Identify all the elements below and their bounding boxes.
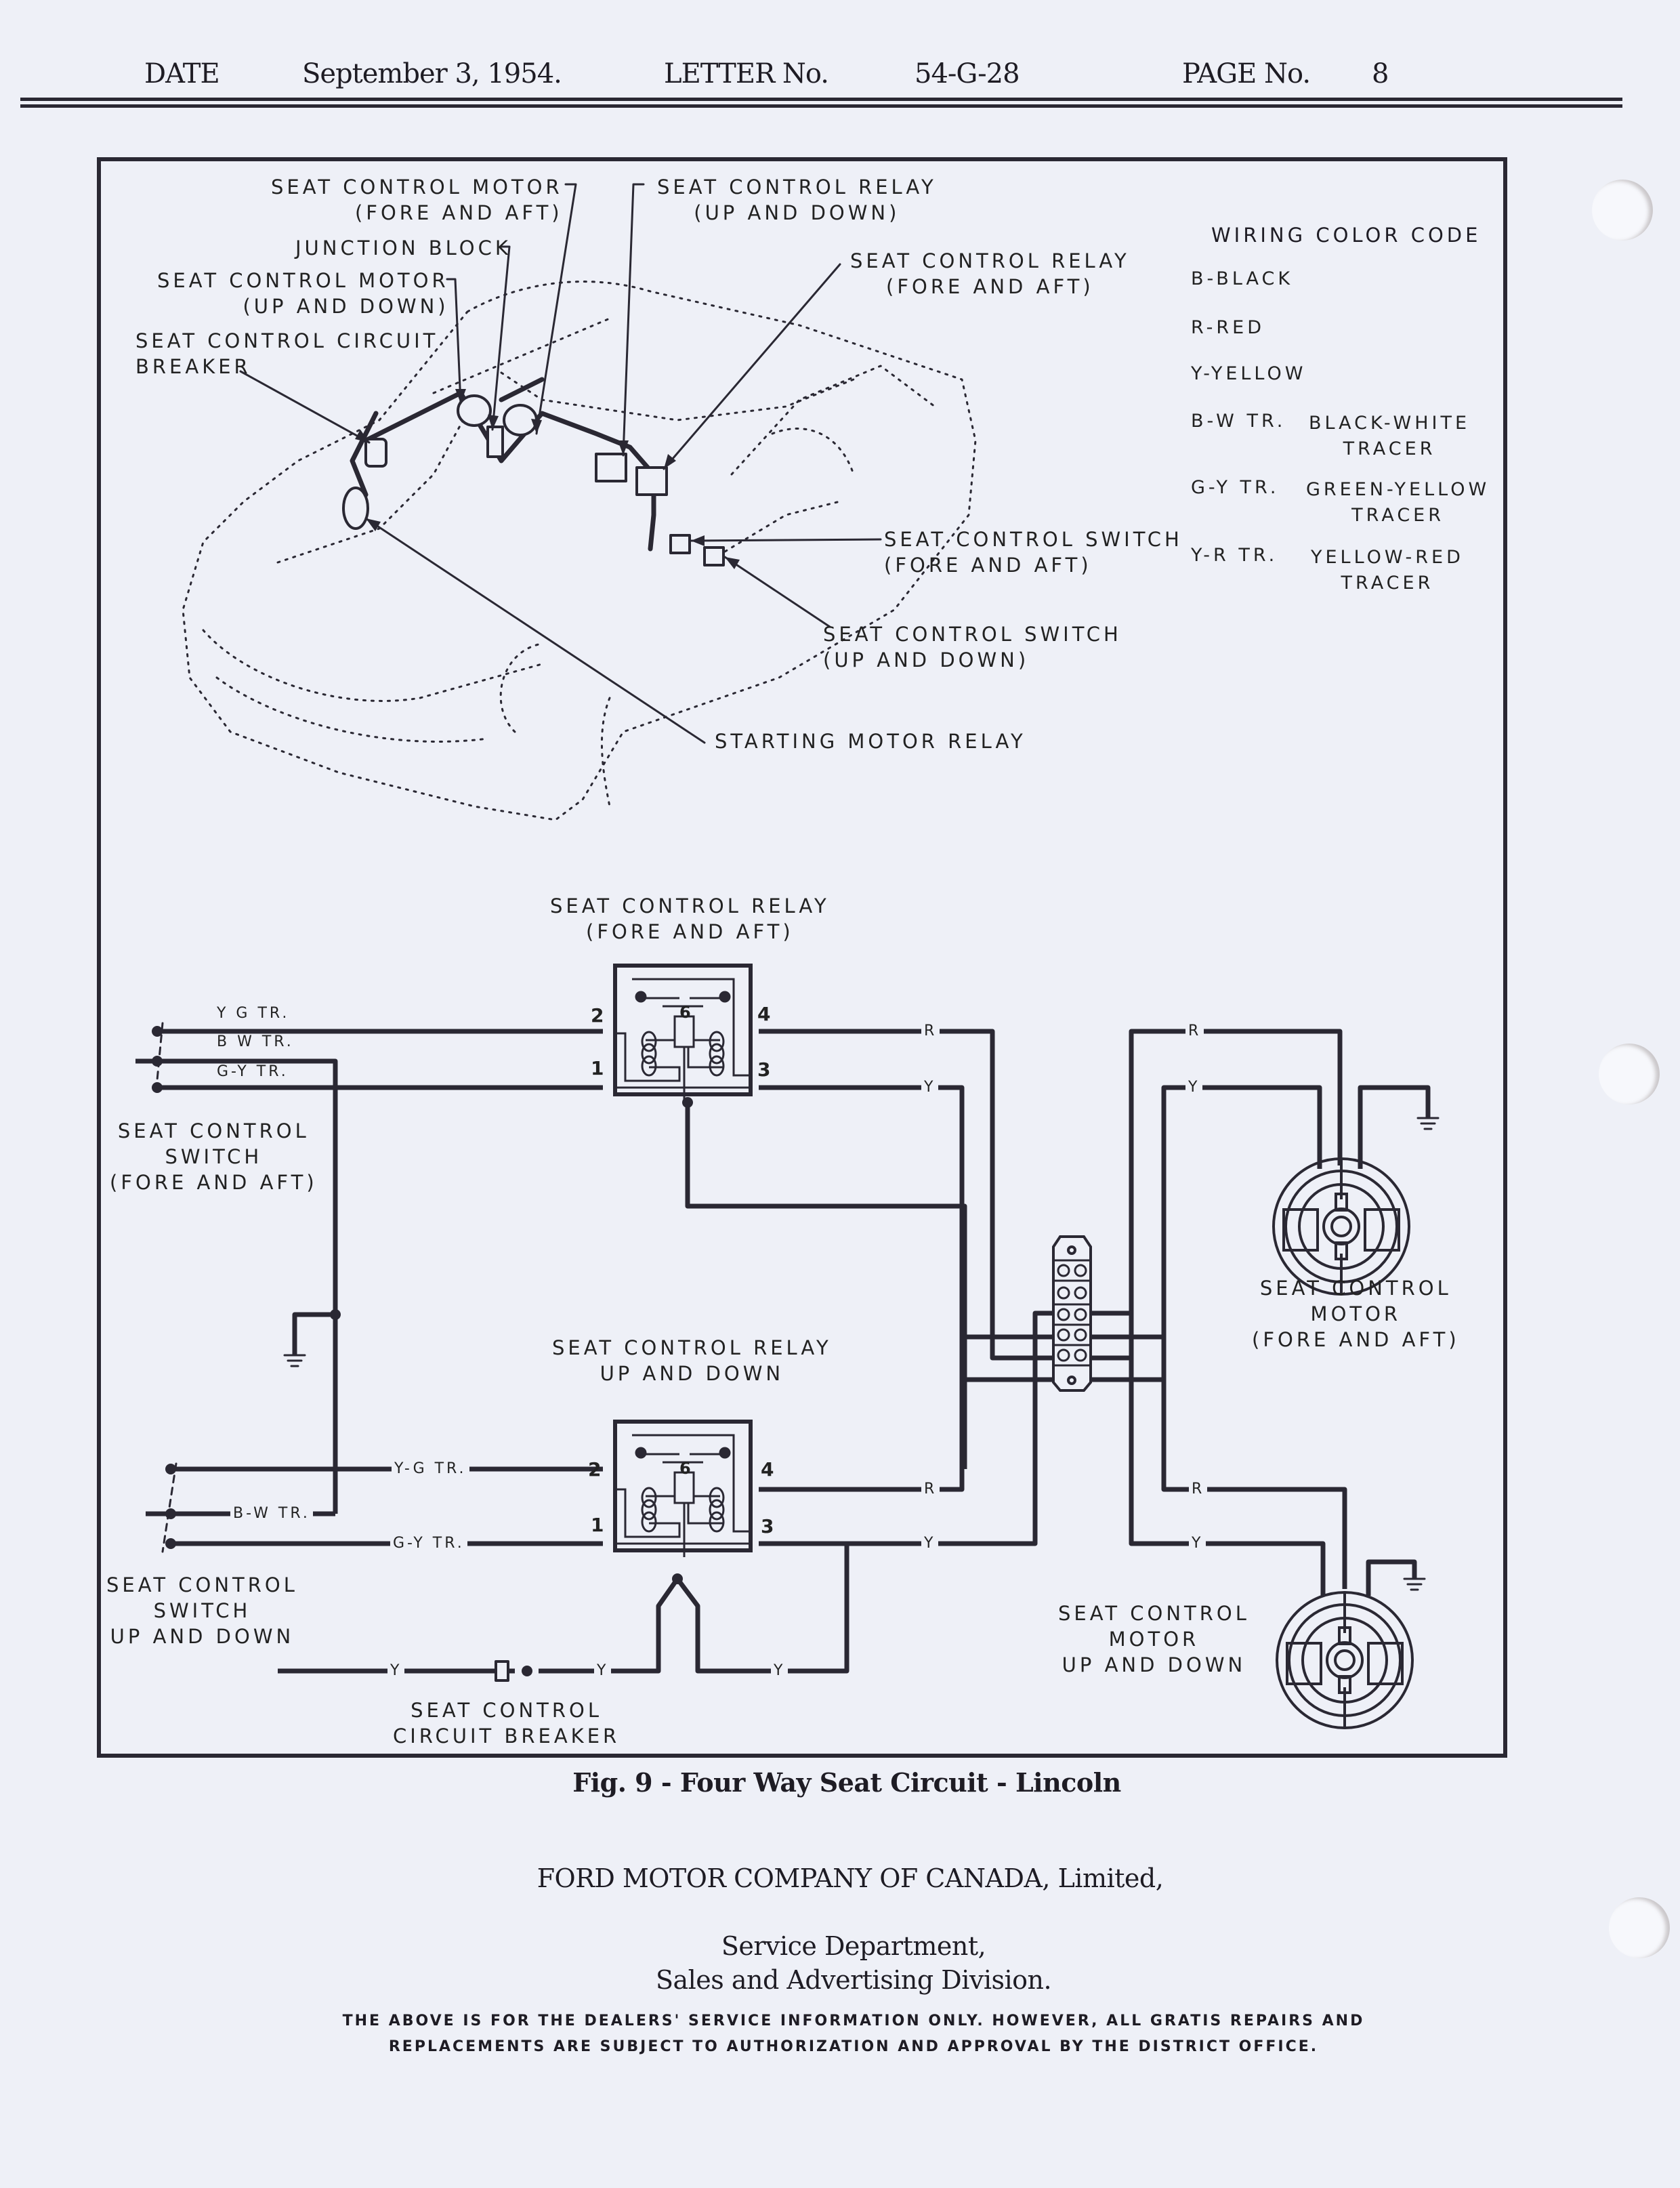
breaker-symbol xyxy=(495,1660,509,1682)
wire-label-yellow: Y xyxy=(1185,1079,1203,1096)
wire-label-yellow: Y xyxy=(771,1663,789,1679)
page-number: 8 xyxy=(1372,58,1389,89)
starting-relay-icon xyxy=(342,487,369,530)
department: Service Department, xyxy=(721,1931,986,1961)
relay-number: 6 xyxy=(679,1003,691,1022)
wire-label-yellow: Y xyxy=(1189,1535,1206,1552)
date-value: September 3, 1954. xyxy=(302,58,562,89)
pin-2: 2 xyxy=(588,1458,602,1481)
relay-number: 6 xyxy=(679,1459,691,1478)
color-code-entry: B-W TR. xyxy=(1191,411,1286,432)
color-code-entry: B-BLACK xyxy=(1191,268,1294,289)
disclaimer-line-1: THE ABOVE IS FOR THE DEALERS' SERVICE IN… xyxy=(342,2012,1365,2029)
label-relay-up-down: SEAT CONTROL RELAY UP AND DOWN xyxy=(552,1336,832,1385)
switch-up-down-icon xyxy=(703,546,725,566)
wire-label-red: R xyxy=(921,1481,940,1498)
pictorial-components xyxy=(342,394,725,566)
figure-frame xyxy=(97,157,1507,1758)
color-code-entry: Y-R TR. xyxy=(1191,545,1278,566)
label-switch-fore-aft: SEAT CONTROL SWITCH (FORE AND AFT) xyxy=(110,1119,318,1194)
wire-label-gy-tr: G-Y TR. xyxy=(214,1064,291,1080)
label-motor-up-down: SEAT CONTROL MOTOR UP AND DOWN xyxy=(1058,1602,1250,1676)
junction-block-symbol xyxy=(1052,1235,1092,1392)
figure-caption: Fig. 9 - Four Way Seat Circuit - Lincoln xyxy=(572,1767,1121,1798)
breaker-icon xyxy=(364,438,387,468)
callout-circuit-breaker: SEAT CONTROL CIRCUIT BREAKER xyxy=(135,329,439,378)
wire-label-red: R xyxy=(1185,1023,1204,1039)
callout-relay-up-down: SEAT CONTROL RELAY (UP AND DOWN) xyxy=(657,176,937,224)
wire-label-yg-tr: Y-G TR. xyxy=(392,1461,469,1477)
color-code-meaning: GREEN-YELLOW TRACER xyxy=(1306,479,1490,526)
wire-junctions xyxy=(152,1026,693,1676)
division: Sales and Advertising Division. xyxy=(655,1965,1052,1995)
callout-junction-block: JUNCTION BLOCK xyxy=(295,236,511,260)
leader-lines xyxy=(239,183,882,744)
pin-2: 2 xyxy=(591,1004,604,1027)
relay-fore-aft-symbol xyxy=(615,966,751,1101)
color-code-entry: R-RED xyxy=(1191,317,1265,338)
label-circuit-breaker: SEAT CONTROL CIRCUIT BREAKER xyxy=(393,1699,621,1748)
relay-up-down-icon xyxy=(595,453,627,482)
pin-3: 3 xyxy=(761,1515,774,1537)
callout-switch-up-down: SEAT CONTROL SWITCH (UP AND DOWN) xyxy=(823,623,1122,672)
color-code-meaning: BLACK-WHITE TRACER xyxy=(1309,413,1471,459)
pin-1: 1 xyxy=(591,1514,604,1536)
callout-relay-fore-aft: SEAT CONTROL RELAY (FORE AND AFT) xyxy=(850,249,1130,298)
callout-motor-up-down: SEAT CONTROL MOTOR (UP AND DOWN) xyxy=(157,269,449,318)
color-code-entry: Y-YELLOW xyxy=(1191,363,1307,384)
date-label: DATE xyxy=(144,58,220,89)
relay-up-down-symbol xyxy=(615,1422,751,1557)
wire-label-yellow: Y xyxy=(921,1535,939,1552)
label-relay-fore-aft: SEAT CONTROL RELAY (FORE AND AFT) xyxy=(550,894,830,943)
callout-switch-fore-aft: SEAT CONTROL SWITCH (FORE AND AFT) xyxy=(884,528,1183,577)
wire-label-red: R xyxy=(921,1023,940,1039)
wire-label-gy-tr: G-Y TR. xyxy=(390,1535,467,1552)
pin-1: 1 xyxy=(591,1057,604,1079)
wire-label-yg-tr: Y G TR. xyxy=(214,1006,293,1022)
header-rule-bottom xyxy=(20,104,1622,108)
pin-4: 4 xyxy=(757,1003,771,1025)
relay-fore-aft-icon xyxy=(635,466,668,496)
pin-4: 4 xyxy=(761,1458,774,1481)
motor-fore-aft-symbol xyxy=(1272,1157,1410,1296)
wire-label-bw-tr: B-W TR. xyxy=(230,1506,313,1522)
color-code-title: WIRING COLOR CODE xyxy=(1211,224,1482,247)
letter-label: LETTER No. xyxy=(664,58,829,89)
motor-up-down-symbol xyxy=(1276,1591,1414,1729)
punch-hole xyxy=(1592,180,1653,241)
wire-label-red: R xyxy=(1189,1481,1208,1498)
wire-label-yellow: Y xyxy=(594,1663,612,1679)
motor-up-down-icon xyxy=(457,394,492,427)
disclaimer-line-2: REPLACEMENTS ARE SUBJECT TO AUTHORIZATIO… xyxy=(388,2038,1319,2055)
junction-block-icon xyxy=(486,426,504,458)
letter-number: 54-G-28 xyxy=(915,58,1020,89)
company-name: FORD MOTOR COMPANY OF CANADA, Limited, xyxy=(537,1863,1164,1893)
leader-arrowheads xyxy=(355,389,740,569)
color-code-entry: G-Y TR. xyxy=(1191,477,1280,498)
color-code-meaning: YELLOW-RED TRACER xyxy=(1311,547,1464,594)
page-label: PAGE No. xyxy=(1182,58,1311,89)
punch-hole xyxy=(1609,1897,1670,1958)
punch-hole xyxy=(1599,1044,1660,1105)
ground-symbols xyxy=(283,1117,1440,1591)
callout-starting-motor-relay: STARTING MOTOR RELAY xyxy=(715,730,1026,753)
header-rule-top xyxy=(20,98,1622,101)
label-motor-fore-aft: SEAT CONTROL MOTOR (FORE AND AFT) xyxy=(1252,1277,1460,1351)
label-switch-up-down: SEAT CONTROL SWITCH UP AND DOWN xyxy=(106,1573,298,1648)
wire-label-yellow: Y xyxy=(921,1079,939,1096)
switch-fore-aft-icon xyxy=(669,534,691,554)
schematic-wires xyxy=(135,1029,1431,1674)
callout-motor-fore-aft: SEAT CONTROL MOTOR (FORE AND AFT) xyxy=(271,176,563,224)
pin-3: 3 xyxy=(757,1058,771,1081)
wire-label-bw-tr: B W TR. xyxy=(214,1034,297,1050)
car-outline xyxy=(182,281,977,821)
wire-label-yellow: Y xyxy=(387,1663,405,1679)
